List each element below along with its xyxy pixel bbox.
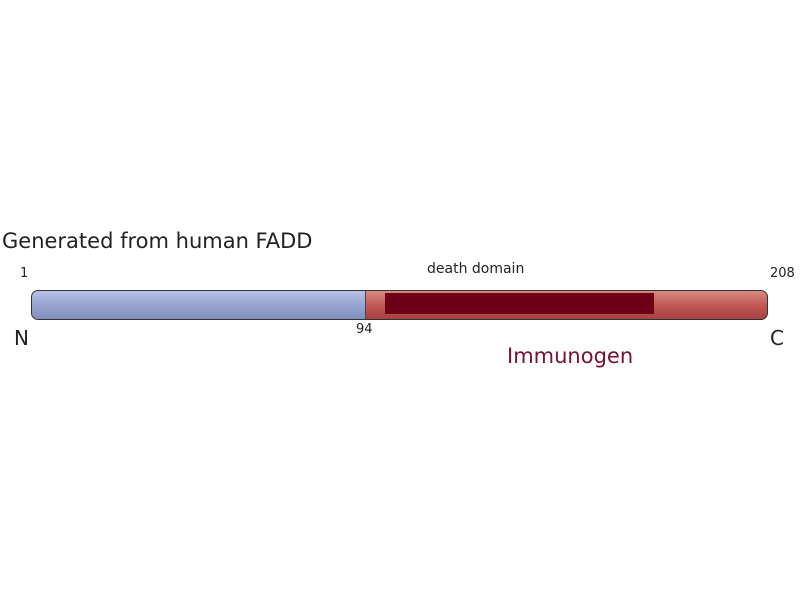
immunogen-label: Immunogen — [507, 344, 634, 368]
c-terminus-label: C — [770, 326, 784, 350]
diagram-title: Generated from human FADD — [2, 229, 313, 253]
protein-bar — [31, 290, 768, 320]
n-terminal-region — [32, 291, 366, 319]
death-domain-label: death domain — [427, 261, 525, 277]
death-domain-region — [385, 293, 654, 314]
end-position-label: 208 — [770, 266, 795, 281]
immunogen-start-label: 94 — [356, 322, 373, 337]
start-position-label: 1 — [20, 266, 29, 281]
n-terminus-label: N — [14, 326, 29, 350]
